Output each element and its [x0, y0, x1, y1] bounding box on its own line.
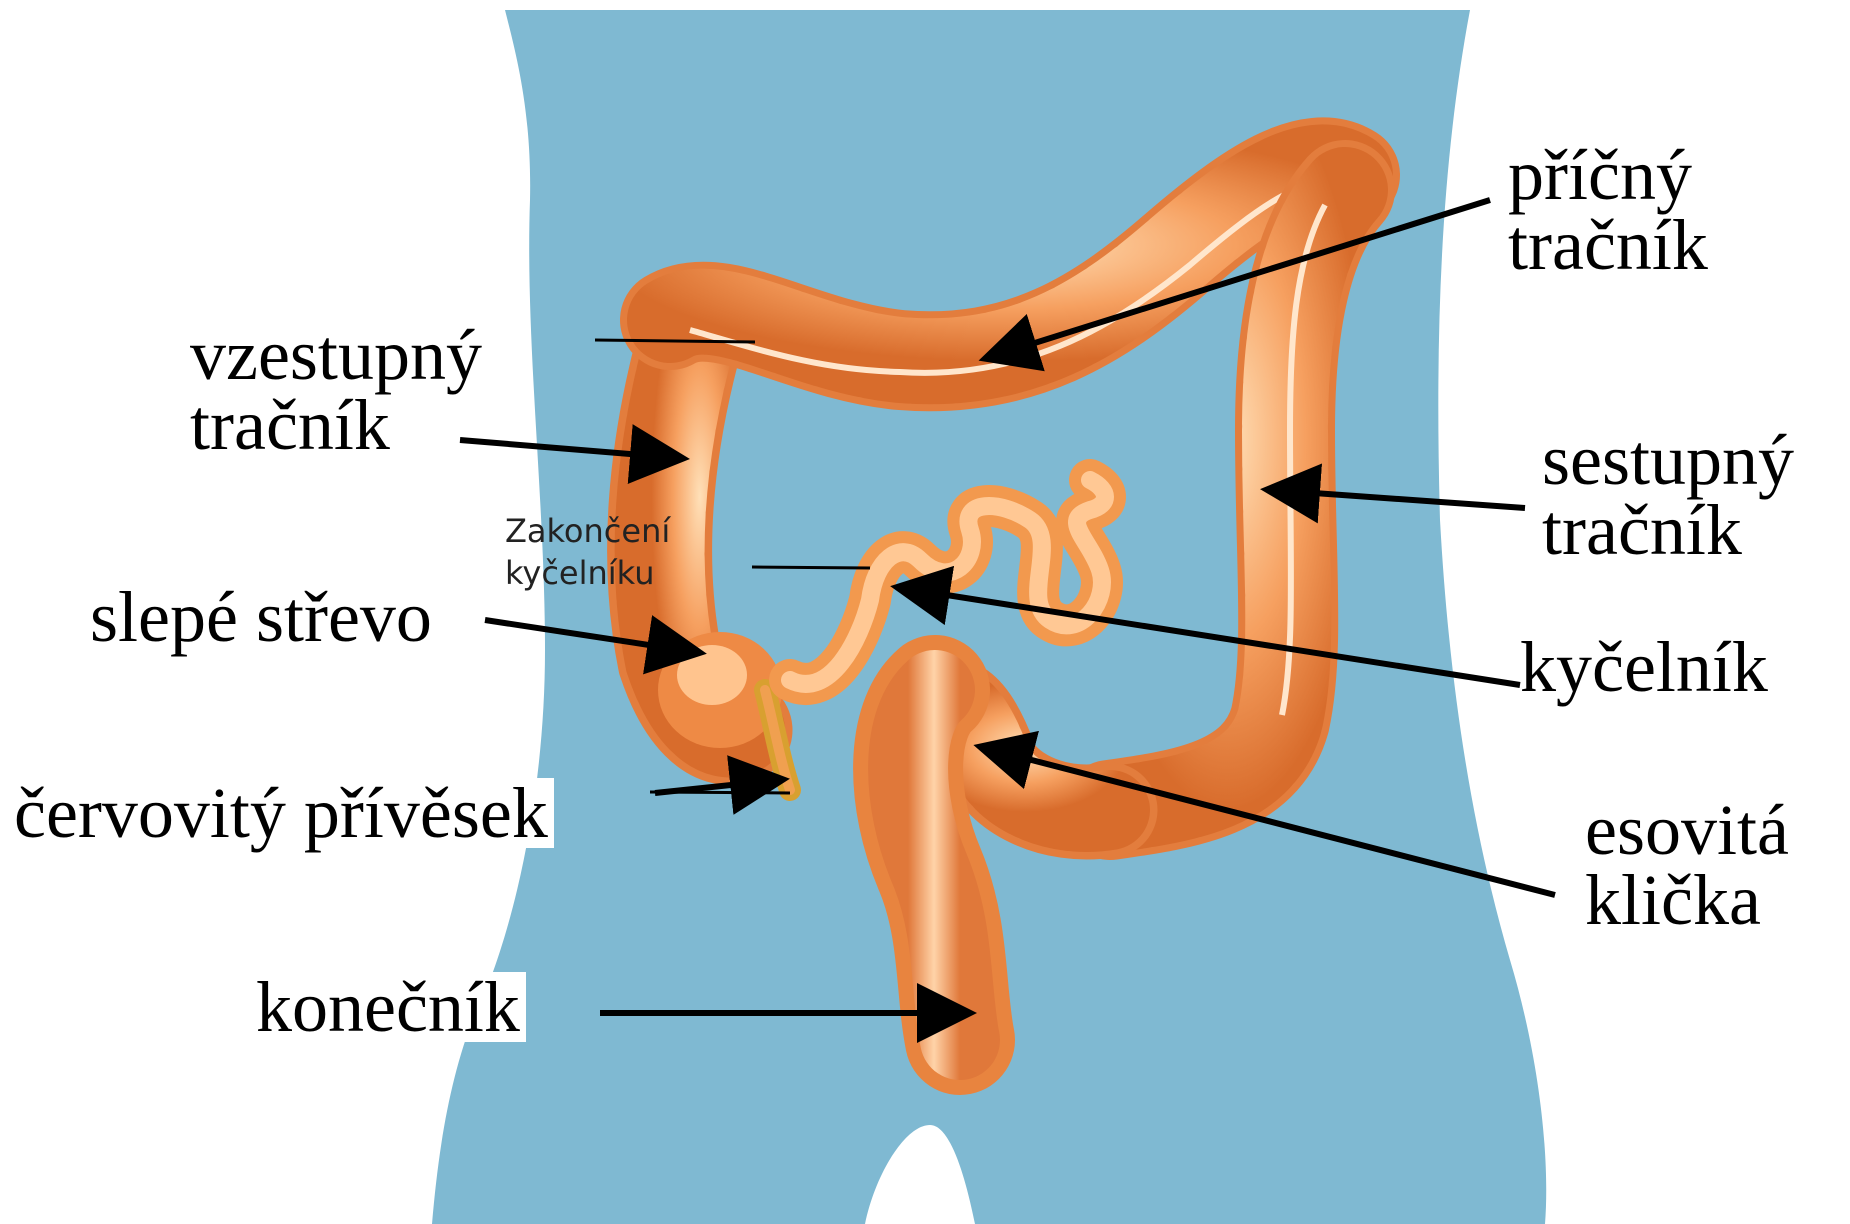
label-slepe-line1: slepé střevo: [90, 582, 432, 652]
label-cervovity-privesek: červovitý přívěsek: [8, 778, 554, 848]
leader-line-ascending: [595, 340, 755, 342]
label-konecnik: konečník: [250, 972, 526, 1042]
label-esovita-line1: esovitá: [1585, 795, 1789, 865]
label-vzestupny-line2: tračník: [190, 390, 482, 460]
label-kycelnik: kyčelník: [1520, 632, 1768, 702]
label-zakonceni-line1: Zakončení: [505, 510, 670, 552]
label-kycelnik-line1: kyčelník: [1520, 632, 1768, 702]
label-pricny-line1: příčný: [1508, 140, 1708, 210]
label-pricny-tracnik: příčný tračník: [1508, 140, 1708, 280]
label-cervovity-line1: červovitý přívěsek: [14, 778, 548, 848]
label-pricny-line2: tračník: [1508, 210, 1708, 280]
label-esovita-line2: klička: [1585, 865, 1789, 935]
leader-line-ileum-end: [752, 567, 870, 568]
label-konecnik-line1: konečník: [256, 972, 520, 1042]
label-esovita-klicka: esovitá klička: [1585, 795, 1789, 935]
label-zakonceni-line2: kyčelníku: [505, 552, 670, 594]
label-zakonceni-kycelniku: Zakončení kyčelníku: [505, 510, 670, 594]
label-sestupny-tracnik: sestupný tračník: [1542, 425, 1794, 565]
label-slepe-strevo: slepé střevo: [90, 582, 432, 652]
label-sestupny-line2: tračník: [1542, 495, 1794, 565]
label-vzestupny-tracnik: vzestupný tračník: [190, 320, 482, 460]
label-sestupny-line1: sestupný: [1542, 425, 1794, 495]
label-vzestupny-line1: vzestupný: [190, 320, 482, 390]
